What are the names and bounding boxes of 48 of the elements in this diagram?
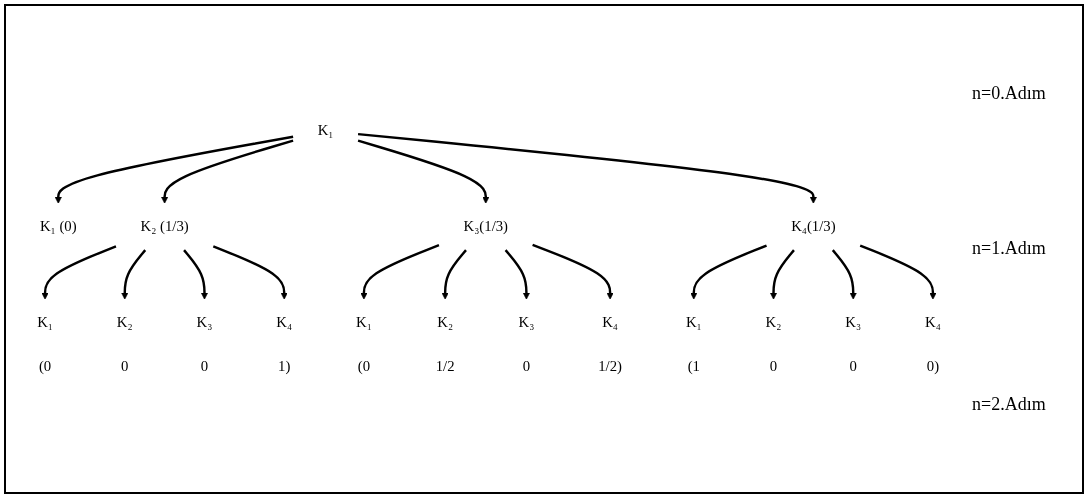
node-text: K₃: [196, 314, 213, 331]
node-text: K₄: [276, 314, 293, 331]
node-label: 0: [121, 358, 129, 375]
arrow: [121, 249, 147, 300]
node-text: K₂ (1/3): [140, 218, 189, 235]
node-label: 1/2: [435, 358, 455, 375]
node-label: (1: [687, 358, 700, 375]
node-text: K₃(1/3): [463, 218, 509, 235]
node-label: 0: [522, 358, 531, 375]
node-text: K₂: [116, 314, 133, 331]
node-text: K₃: [518, 314, 535, 331]
node-text: K₃: [845, 314, 862, 331]
arrow: [357, 132, 817, 204]
node-text: K₁: [317, 122, 334, 139]
arrow: [441, 249, 467, 300]
node-text: K₄: [925, 314, 941, 331]
arrow: [504, 249, 530, 300]
arrow: [532, 243, 614, 300]
arrow: [859, 244, 937, 300]
arrow: [360, 244, 440, 300]
arrow: [357, 139, 490, 204]
arrow: [161, 139, 294, 204]
node-label: 0: [769, 358, 778, 375]
node-text: K₁: [356, 314, 372, 331]
step-label: n=2.Adım: [972, 393, 1047, 415]
node-label: 1/2): [598, 358, 622, 375]
node-text: K₁: [37, 314, 53, 331]
node-text: K₄(1/3): [791, 218, 836, 235]
node-label: 0: [849, 358, 857, 375]
step-label: n=0.Adım: [972, 83, 1047, 105]
arrow: [54, 135, 294, 204]
arrow: [183, 249, 209, 300]
node-text: K₁ (0): [39, 218, 77, 235]
node-text: K₂: [765, 314, 782, 331]
node-label: 1): [278, 358, 291, 375]
arrow: [769, 249, 795, 300]
arrow: [690, 244, 767, 300]
node-label: (0: [357, 358, 371, 375]
node-text: K₄: [602, 314, 618, 331]
node-text: K₁: [685, 314, 702, 331]
step-label: n=1.Adım: [972, 238, 1047, 260]
node-label: 0): [926, 358, 940, 375]
node-label: (0: [38, 358, 52, 375]
arrow: [831, 249, 857, 300]
node-text: K₂: [437, 314, 454, 331]
arrow: [41, 245, 117, 300]
arrow: [212, 245, 288, 300]
node-label: 0: [200, 358, 209, 375]
